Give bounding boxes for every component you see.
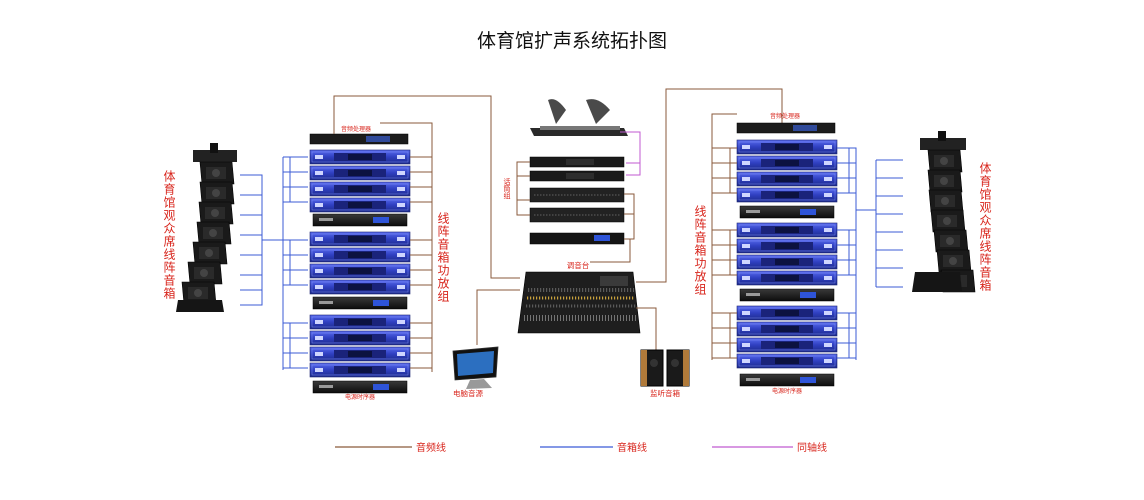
mixer-label: 调音台 — [567, 260, 590, 270]
right-feed-line — [636, 88, 783, 283]
monitor-label: 监听音箱 — [650, 388, 680, 398]
left-sequencer-label: 电源时序器 — [345, 393, 375, 401]
left-line-array-speaker — [176, 143, 237, 312]
left-audio-lines — [333, 95, 520, 372]
mic-group-devices — [529, 156, 625, 245]
computer-audio-line — [476, 289, 520, 345]
left-amp-group-label: 线阵音箱功放组 — [436, 212, 450, 303]
legend-audio-label: 音频线 — [416, 441, 446, 454]
right-audio-lines — [711, 113, 737, 360]
left-audio-processor — [309, 133, 409, 145]
monitor-speakers — [640, 349, 690, 387]
right-speaker-lines — [837, 147, 903, 360]
mic-group-label: 话筒组 — [503, 177, 511, 199]
left-processor-label: 音频处理器 — [341, 125, 371, 133]
monitor-audio-line — [636, 307, 657, 350]
right-sequencer-label: 电源时序器 — [772, 387, 802, 395]
computer-monitor — [452, 346, 499, 389]
right-amp-rack — [736, 139, 838, 387]
mixing-console — [517, 271, 641, 334]
computer-label: 电脑音源 — [453, 388, 483, 398]
right-speaker-label: 体育馆观众席线阵音箱 — [978, 162, 992, 292]
legend-speaker-label: 音箱线 — [617, 441, 647, 454]
wireless-microphone-receiver — [530, 99, 628, 136]
right-processor-label: 音频处理器 — [770, 112, 800, 120]
right-line-array-speaker — [912, 131, 976, 293]
left-amp-rack — [309, 149, 411, 394]
diagram-title: 体育馆扩声系统拓扑图 — [477, 30, 667, 52]
right-audio-processor — [736, 122, 836, 134]
left-speaker-label: 体育馆观众席线阵音箱 — [162, 170, 176, 300]
left-speaker-lines — [240, 156, 308, 370]
right-amp-group-label: 线阵音箱功放组 — [693, 205, 707, 296]
legend: 音频线 音箱线 同轴线 — [335, 441, 827, 454]
mic-group-audio-lines — [516, 161, 635, 263]
coax-lines — [620, 131, 641, 176]
legend-coax-label: 同轴线 — [797, 441, 827, 454]
